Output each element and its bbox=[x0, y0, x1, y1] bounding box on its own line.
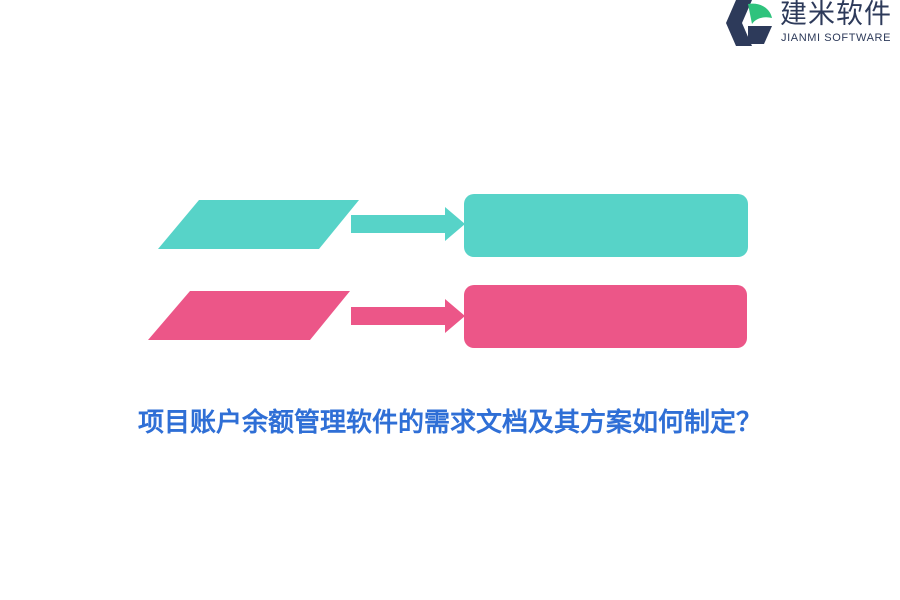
pink-rounded-box bbox=[464, 285, 747, 348]
pink-arrow bbox=[351, 299, 465, 333]
teal-arrow bbox=[351, 207, 465, 241]
brand-logo: 建米软件 JIANMI SOFTWARE bbox=[724, 0, 900, 48]
teal-rounded-box bbox=[464, 194, 748, 257]
pink-parallelogram bbox=[148, 291, 350, 340]
page-title: 项目账户余额管理软件的需求文档及其方案如何制定？ bbox=[137, 408, 762, 438]
jianmi-logo-icon bbox=[726, 0, 772, 46]
logo-chinese-name: 建米软件 bbox=[780, 0, 892, 30]
teal-parallelogram bbox=[158, 200, 359, 249]
logo-english-name: JIANMI SOFTWARE bbox=[781, 32, 892, 44]
